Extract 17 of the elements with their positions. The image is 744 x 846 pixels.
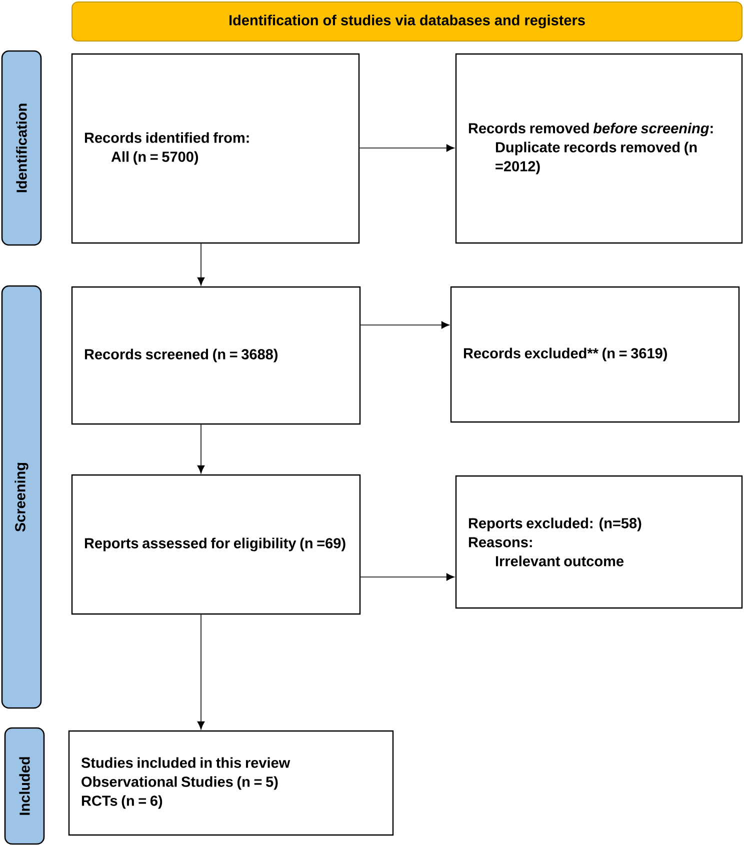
arrow — [197, 614, 205, 730]
phase-label: Screening — [1, 285, 42, 709]
arrow — [197, 424, 205, 474]
process-box: Studies included in this review Observational Studies (n = 5) RCTs (n = 6) — [68, 730, 394, 836]
arrow — [359, 144, 454, 152]
phase-label: Identification — [1, 50, 42, 246]
arrow — [360, 321, 450, 329]
phase-label: Included — [4, 727, 45, 845]
process-box: Records screened (n = 3688) — [71, 286, 361, 425]
arrow — [197, 243, 205, 286]
process-box: Reports excluded: (n=58) Reasons: Irrelevant outcome — [455, 475, 743, 609]
section-banner: Identification of studies via databases and registers — [72, 2, 742, 42]
process-box: Records excluded** (n = 3619) — [450, 286, 740, 423]
arrow — [360, 573, 454, 581]
process-box: Records removed before screening: Duplicate records removed (n =2012) — [455, 53, 743, 244]
process-box: Records identified from: All (n = 5700) — [71, 53, 360, 244]
process-box: Reports assessed for eligibility (n =69) — [71, 474, 361, 615]
